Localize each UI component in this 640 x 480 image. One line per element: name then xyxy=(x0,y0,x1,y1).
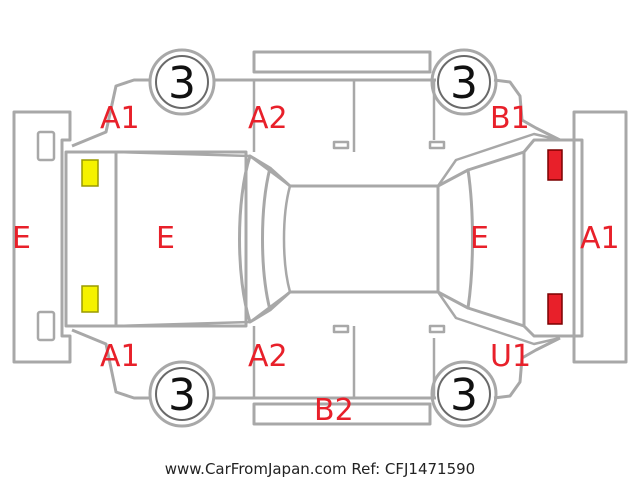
front-light-right xyxy=(547,293,563,325)
code-right-front-fender: U1 xyxy=(490,339,531,374)
tire-rear-right: 3 xyxy=(148,360,216,428)
code-left-rear-door: A2 xyxy=(248,101,288,136)
left-side-body xyxy=(71,50,561,152)
code-right-rear-quarter: A1 xyxy=(100,339,140,374)
code-hood: E xyxy=(470,221,489,256)
front-lights xyxy=(547,149,563,325)
rear-light-right xyxy=(81,285,99,313)
tire-front-left-value: 3 xyxy=(450,58,478,109)
tire-rear-left: 3 xyxy=(148,48,216,116)
code-trunk: E xyxy=(156,221,175,256)
code-right-side-sill: B2 xyxy=(314,393,354,428)
code-left-front-fender: B1 xyxy=(490,101,530,136)
tire-front-right-value: 3 xyxy=(450,370,478,421)
rear-bumper xyxy=(12,110,72,364)
code-rear-bumper: E xyxy=(12,221,31,256)
tire-front-right: 3 xyxy=(430,360,498,428)
tire-front-left: 3 xyxy=(430,48,498,116)
code-rear-left-quarter: A1 xyxy=(100,101,140,136)
right-side-body xyxy=(71,324,561,426)
footer-reference: www.CarFromJapan.com Ref: CFJ1471590 xyxy=(165,460,475,478)
rear-light-left xyxy=(81,159,99,187)
code-right-rear-door: A2 xyxy=(248,339,288,374)
top-view-body xyxy=(64,132,576,346)
tire-rear-left-value: 3 xyxy=(168,58,196,109)
tire-rear-right-value: 3 xyxy=(168,370,196,421)
code-front-bumper: A1 xyxy=(580,221,620,256)
rear-lights xyxy=(81,159,99,313)
front-light-left xyxy=(547,149,563,181)
